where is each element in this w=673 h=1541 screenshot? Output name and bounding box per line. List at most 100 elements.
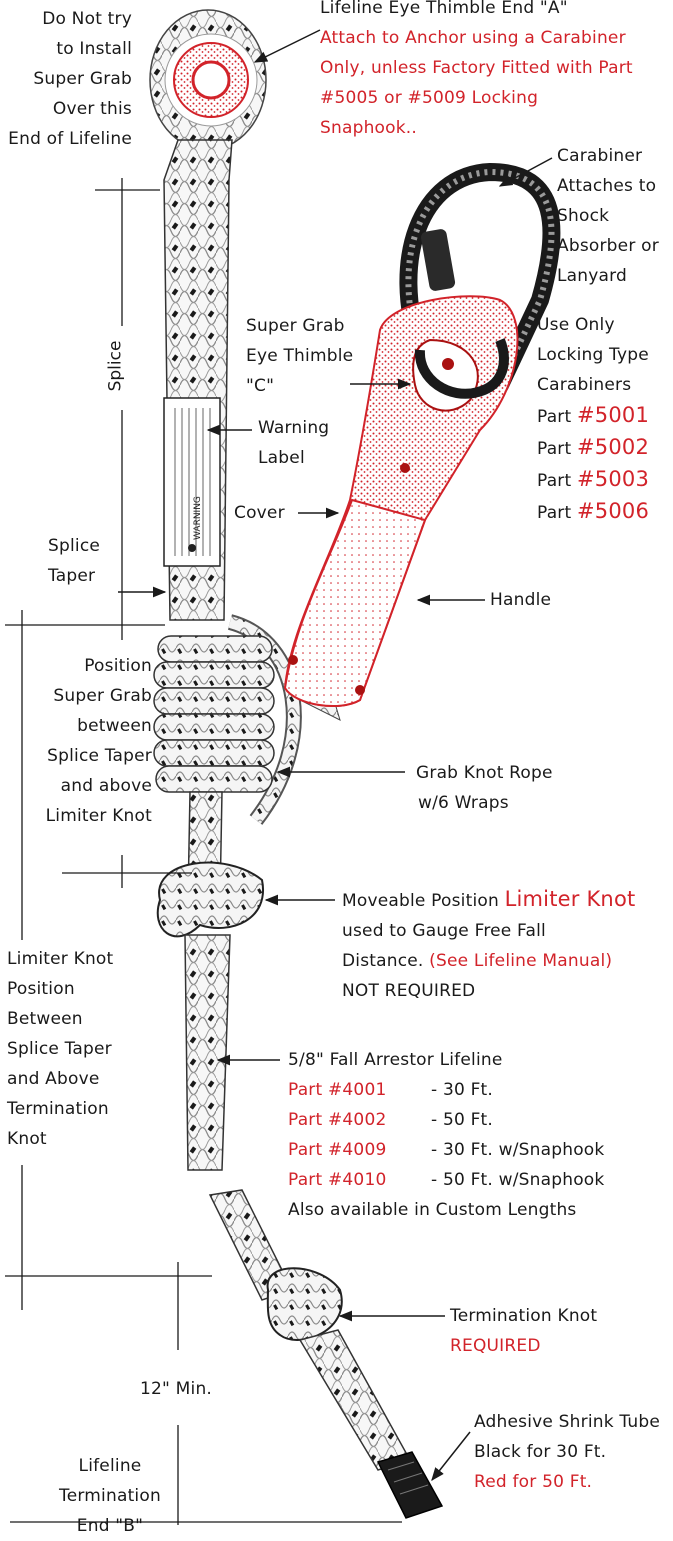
position-note-line: Super Grab [20,681,152,711]
limiter-position-line: Limiter Knot [7,944,113,974]
carabiner-parts-label: Use Only Locking Type Carabiners Part #5… [537,310,649,528]
limiter-knot-line-1: Moveable Position Limiter Knot [342,884,635,916]
carabiner-label-line: Shock [557,201,659,231]
part-prefix: Part [537,503,577,523]
part-number: #5006 [577,499,649,523]
splice-taper-line: Splice [48,531,100,561]
limiter-distance-text: Distance. [342,951,429,971]
eye-thimble-a-label: Lifeline Eye Thimble End "A" Attach to A… [320,0,633,143]
eye-thimble-a-note-line: Snaphook.. [320,113,633,143]
lifeline-rope-mid-icon [158,792,263,1170]
use-only-line: Use Only [537,310,649,340]
twelve-inch-min-label: 12" Min. [140,1374,212,1404]
part-prefix: Part [537,471,577,491]
super-grab-eye-line: "C" [246,371,353,401]
limiter-knot-line-3: Distance. (See Lifeline Manual) [342,946,635,976]
grab-knot-label: Grab Knot Rope w/6 Wraps [416,758,553,818]
super-grab-eye-line: Eye Thimble [246,341,353,371]
position-note-line: and above [20,771,152,801]
limiter-position-line: Position [7,974,113,1004]
lifeline-part-number: Part #4001 [288,1075,431,1105]
lifeline-part-desc: - 50 Ft. [431,1110,493,1130]
limiter-position-line: Termination [7,1094,113,1124]
shrink-tube-line: Adhesive Shrink Tube [474,1407,660,1437]
eye-thimble-a-note-line: Attach to Anchor using a Carabiner [320,23,633,53]
position-note-line: Position [20,651,152,681]
warning-label-line: Label [258,443,329,473]
warning-label-text: Warning Label [258,413,329,473]
limiter-knot-note: Moveable Position Limiter Knot used to G… [342,884,635,1006]
do-not-install-line: Do Not try [4,4,132,34]
carabiner-label-line: Absorber or [557,231,659,261]
position-note-line: Splice Taper [20,741,152,771]
part-prefix: Part [537,439,577,459]
splice-rope-icon: WARNING [164,140,232,620]
splice-taper-label: Splice Taper [48,531,100,591]
lifeline-part-item: Part #4002- 50 Ft. [288,1105,604,1135]
limiter-manual-ref: (See Lifeline Manual) [429,951,612,971]
cover-label: Cover [234,498,285,528]
do-not-install-line: End of Lifeline [4,124,132,154]
position-note-line: between [20,711,152,741]
limiter-knot-line-2: used to Gauge Free Fall [342,916,635,946]
lifeline-part-number: Part #4009 [288,1135,431,1165]
lifeline-part-number: Part #4010 [288,1165,431,1195]
lifeline-part-desc: - 30 Ft. w/Snaphook [431,1140,604,1160]
end-b-line: Lifeline [50,1451,170,1481]
eye-thimble-a-note-line: #5005 or #5009 Locking [320,83,633,113]
lifeline-part-desc: - 30 Ft. [431,1080,493,1100]
warning-label-line: Warning [258,413,329,443]
super-grab-eye-line: Super Grab [246,311,353,341]
carabiner-label: Carabiner Attaches to Shock Absorber or … [557,141,659,291]
termination-knot-title: Termination Knot [450,1301,597,1331]
limiter-position-note: Limiter Knot Position Between Splice Tap… [7,944,113,1154]
carabiner-label-line: Attaches to [557,171,659,201]
limiter-pre-text: Moveable Position [342,891,505,911]
lifeline-part-number: Part #4002 [288,1105,431,1135]
splice-taper-line: Taper [48,561,100,591]
position-note-line: Limiter Knot [20,801,152,831]
shrink-tube-line: Black for 30 Ft. [474,1437,660,1467]
shrink-tube-note: Adhesive Shrink Tube Black for 30 Ft. Re… [474,1407,660,1497]
termination-knot-label: Termination Knot REQUIRED [450,1301,597,1361]
lifeline-part-desc: - 50 Ft. w/Snaphook [431,1170,604,1190]
limiter-position-line: Between [7,1004,113,1034]
lifeline-end-b-label: Lifeline Termination End "B" [50,1451,170,1541]
lifeline-part-item: Part #4001- 30 Ft. [288,1075,604,1105]
carabiner-part-item: Part #5002 [537,432,649,464]
part-prefix: Part [537,407,577,427]
eye-thimble-a-icon [150,10,266,150]
lifeline-title: 5/8" Fall Arrestor Lifeline [288,1045,604,1075]
shrink-tube-line: Red for 50 Ft. [474,1467,660,1497]
super-grab-eye-label: Super Grab Eye Thimble "C" [246,311,353,401]
lifeline-spec-note: 5/8" Fall Arrestor Lifeline Part #4001- … [288,1045,604,1225]
part-number: #5001 [577,403,649,427]
carabiner-label-line: Lanyard [557,261,659,291]
do-not-install-line: Over this [4,94,132,124]
carabiner-part-item: Part #5003 [537,464,649,496]
limiter-position-line: Knot [7,1124,113,1154]
do-not-install-line: Super Grab [4,64,132,94]
carabiner-label-line: Carabiner [557,141,659,171]
grab-knot-line: w/6 Wraps [416,788,553,818]
limiter-not-required: NOT REQUIRED [342,976,635,1006]
termination-required: REQUIRED [450,1331,597,1361]
end-b-line: End "B" [50,1511,170,1541]
eye-thimble-a-note-line: Only, unless Factory Fitted with Part [320,53,633,83]
position-super-grab-note: Position Super Grab between Splice Taper… [20,651,152,831]
do-not-install-line: to Install [4,34,132,64]
use-only-line: Carabiners [537,370,649,400]
do-not-install-note: Do Not try to Install Super Grab Over th… [4,4,132,154]
splice-label: Splice [105,341,125,392]
limiter-knot-name: Limiter Knot [505,887,636,911]
end-b-line: Termination [50,1481,170,1511]
part-number: #5003 [577,467,649,491]
handle-label: Handle [490,585,551,615]
limiter-position-line: and Above [7,1064,113,1094]
carabiner-part-item: Part #5001 [537,400,649,432]
lifeline-rope-lower-icon [210,1190,442,1518]
grab-knot-line: Grab Knot Rope [416,758,553,788]
eye-thimble-a-title: Lifeline Eye Thimble End "A" [320,0,633,23]
custom-lengths-note: Also available in Custom Lengths [288,1195,604,1225]
